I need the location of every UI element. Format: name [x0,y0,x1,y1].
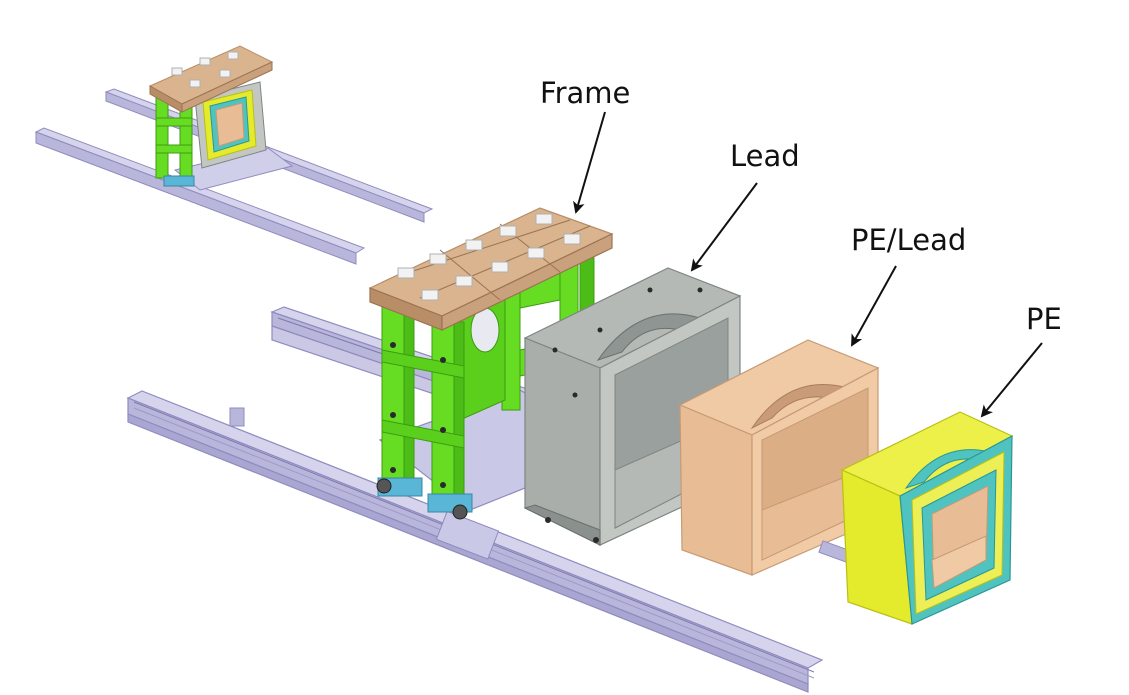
arrow-pe [980,342,1043,418]
arrow-lead [690,182,758,272]
label-frame: Frame [540,76,631,110]
thumb-wood-top [148,45,274,113]
arrow-pe-lead [851,265,897,347]
label-pe-lead: PE/Lead [851,223,967,257]
callout-arrows [573,111,1043,418]
pe-shield [840,411,1014,625]
label-pe: PE [1026,302,1062,336]
front-rail [126,390,824,693]
frame-wood-top [368,207,614,331]
assembled-view-thumbnail [34,45,434,265]
frame-pads [397,213,581,301]
arrow-frame [573,111,606,214]
thumb-shield [194,81,267,169]
label-lead: Lead [730,139,800,173]
